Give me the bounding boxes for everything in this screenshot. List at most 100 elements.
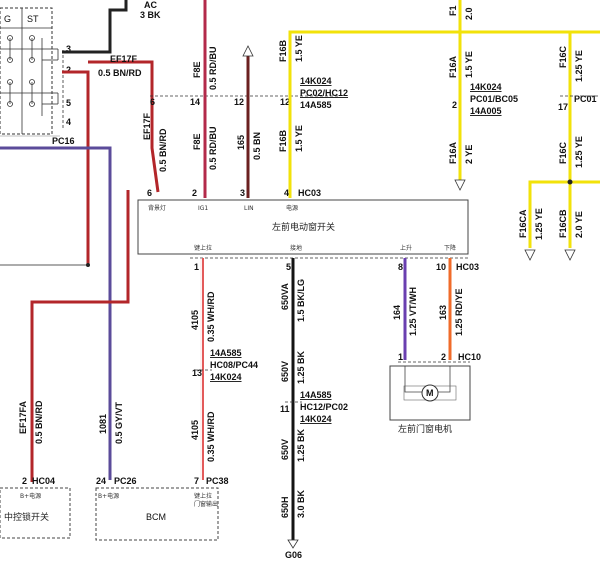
- wire-4105: 4105 0.35 WH/RD 4105 0.35 WH/RD 13: [190, 258, 216, 480]
- f8e-bot-circuit: F8E: [192, 133, 202, 150]
- w650v-2-spec: 1.25 BK: [296, 428, 306, 462]
- switch-bot-pin-10: 10: [436, 262, 446, 272]
- motor-pin-2: 2: [441, 352, 446, 362]
- grid-col-g: G: [4, 14, 11, 24]
- wire-f16a: F16A 1.5 YE F16A 2 YE 2: [448, 32, 474, 191]
- w650v-1-circuit: 650V: [280, 361, 290, 382]
- wire-f8e: F8E 0.5 RD/BU F8E 0.5 RD/BU: [192, 0, 218, 198]
- hc08-pin: 13: [192, 368, 202, 378]
- switch-bot-pin-5: 5: [286, 262, 291, 272]
- left-front-window-motor: M 左前门窗电机: [389, 365, 471, 435]
- pc01-right-name: PC01: [574, 94, 597, 104]
- w165-spec: 0.5 BN: [252, 132, 262, 160]
- pc38-name: PC38: [206, 476, 229, 486]
- f16b-bot-circuit: F16B: [278, 129, 288, 152]
- central-lock-switch: B+电源 中控锁开关: [0, 487, 71, 539]
- f16a-top-circuit: F16A: [448, 55, 458, 78]
- f16c-bot-circuit: F16C: [558, 141, 568, 164]
- w650v-1-spec: 1.25 BK: [296, 350, 306, 384]
- w4105-top-spec: 0.35 WH/RD: [206, 291, 216, 342]
- bk-label: 3 BK: [140, 10, 161, 20]
- w4105-bot-spec: 0.35 WH/RD: [206, 411, 216, 462]
- motor-icon: [421, 384, 439, 402]
- pc01-right-pin: 17: [558, 102, 568, 112]
- connector-hc12-top: 14K024 PC02/HC12 14A585: [300, 76, 348, 110]
- w165-circuit: 165: [236, 135, 246, 150]
- w163-spec: 1.25 RD/YE: [454, 288, 464, 336]
- f1-top-label: F1: [448, 5, 458, 16]
- top-pin-6: 6: [150, 97, 155, 107]
- switch-pin-label-lin: LIN: [244, 205, 254, 212]
- hc04-name: HC04: [32, 476, 55, 486]
- wire-ef17fa: EF17FA 0.5 BN/RD: [18, 190, 130, 482]
- w164-spec: 1.25 VT/WH: [408, 287, 418, 336]
- f16c-top-circuit: F16C: [558, 45, 568, 68]
- grid-col-st: ST: [27, 14, 39, 24]
- pc26-name: PC26: [114, 476, 137, 486]
- central-name: 中控锁开关: [4, 511, 49, 523]
- f16cb-spec: 2.0 YE: [574, 211, 584, 238]
- bcm-module: B+电源 BCM 键上拉 门窗输出: [95, 487, 219, 541]
- w650va-spec: 1.5 BK/LG: [296, 279, 306, 322]
- pc01-top-part: 14A005: [470, 106, 502, 116]
- hc04-pin: 2: [22, 476, 27, 486]
- switch-pin-label-backlight: 背景灯: [148, 204, 166, 212]
- left-front-window-switch: 背景灯 IG1 LIN 电源 左前电动窗开关 键上拉 接地 上升 下降: [137, 199, 469, 255]
- connector-hc08: 14A585 HC08/PC44 14K024: [210, 348, 258, 382]
- top-pin-12b: 12: [280, 97, 290, 107]
- pc16-pin-2: 2: [66, 65, 71, 75]
- pc16-name: PC16: [52, 136, 75, 146]
- ef17fa-circuit: EF17FA: [18, 400, 28, 434]
- wire-650: 650VA 1.5 BK/LG 650V 1.25 BK 650V 1.25 B…: [280, 258, 306, 560]
- hc12-mid-pin: 11: [280, 404, 290, 414]
- w650h-spec: 3.0 BK: [296, 489, 306, 518]
- bcm-name: BCM: [146, 512, 166, 522]
- w164-circuit: 164: [392, 305, 402, 320]
- pc01-top-harness: 14K024: [470, 82, 502, 92]
- switch-top-pin-4: 4: [284, 188, 289, 198]
- wire-gy-vt: [0, 146, 112, 480]
- wire-164: 164 1.25 VT/WH: [392, 258, 418, 360]
- pc16-pin-5: 5: [66, 98, 71, 108]
- motor-symbol: M: [426, 388, 434, 398]
- pc26-pin: 24: [96, 476, 106, 486]
- hc12-mid-name: HC12/PC02: [300, 402, 348, 412]
- connector-pc01-top: 14K024 PC01/BC05 14A005: [470, 82, 518, 116]
- pc01-top-name: PC01/BC05: [470, 94, 518, 104]
- switch-pin-label-down: 下降: [444, 244, 456, 252]
- w650h-circuit: 650H: [280, 496, 290, 518]
- ef17fa-spec: 0.5 BN/RD: [34, 400, 44, 444]
- f16b-bot-spec: 1.5 YE: [294, 125, 304, 152]
- ef17f-vert-spec: 0.5 BN/RD: [158, 128, 168, 172]
- switch-pin-label-up: 上升: [400, 244, 412, 252]
- switch-bot-pin-8: 8: [398, 262, 403, 272]
- top-left-switch-grid: G ST: [0, 7, 59, 135]
- wire-f16b: F16B 1.5 YE F16B 1.5 YE: [278, 30, 600, 198]
- ef17f-top-spec: 0.5 BN/RD: [98, 68, 142, 78]
- central-pin-label: B+电源: [20, 492, 41, 500]
- w163-circuit: 163: [438, 305, 448, 320]
- pc16-pin-3: 3: [66, 44, 71, 54]
- pc38-pin: 7: [194, 476, 199, 486]
- f16a-bot-circuit: F16A: [448, 141, 458, 164]
- f16ca-spec: 1.25 YE: [534, 208, 544, 240]
- switch-pin-label-ig1: IG1: [198, 205, 208, 212]
- ye-top-label: 2.0: [464, 7, 474, 20]
- ef17f-top-circuit: EF17F: [110, 54, 138, 64]
- f16b-top-spec: 1.5 YE: [294, 35, 304, 62]
- f16c-bot-spec: 1.25 YE: [574, 136, 584, 168]
- switch-title: 左前电动窗开关: [272, 221, 335, 233]
- f16c-top-spec: 1.25 YE: [574, 50, 584, 82]
- connector-hc12-mid: 14A585 HC12/PC02 14K024: [300, 390, 348, 424]
- bcm-pin-label: B+电源: [98, 492, 119, 500]
- ac-label: AC: [144, 0, 157, 10]
- hc12-right-pin: 2: [452, 100, 457, 110]
- w650v-2-circuit: 650V: [280, 439, 290, 460]
- w650va-circuit: 650VA: [280, 283, 290, 310]
- ef17f-vert-circuit: EF17F: [142, 112, 152, 140]
- f16a-top-spec: 1.5 YE: [464, 51, 474, 78]
- w1081-circuit: 1081: [98, 414, 108, 434]
- hc12-top-name: PC02/HC12: [300, 88, 348, 98]
- wire-f1-partial: F1 2.0: [448, 0, 474, 32]
